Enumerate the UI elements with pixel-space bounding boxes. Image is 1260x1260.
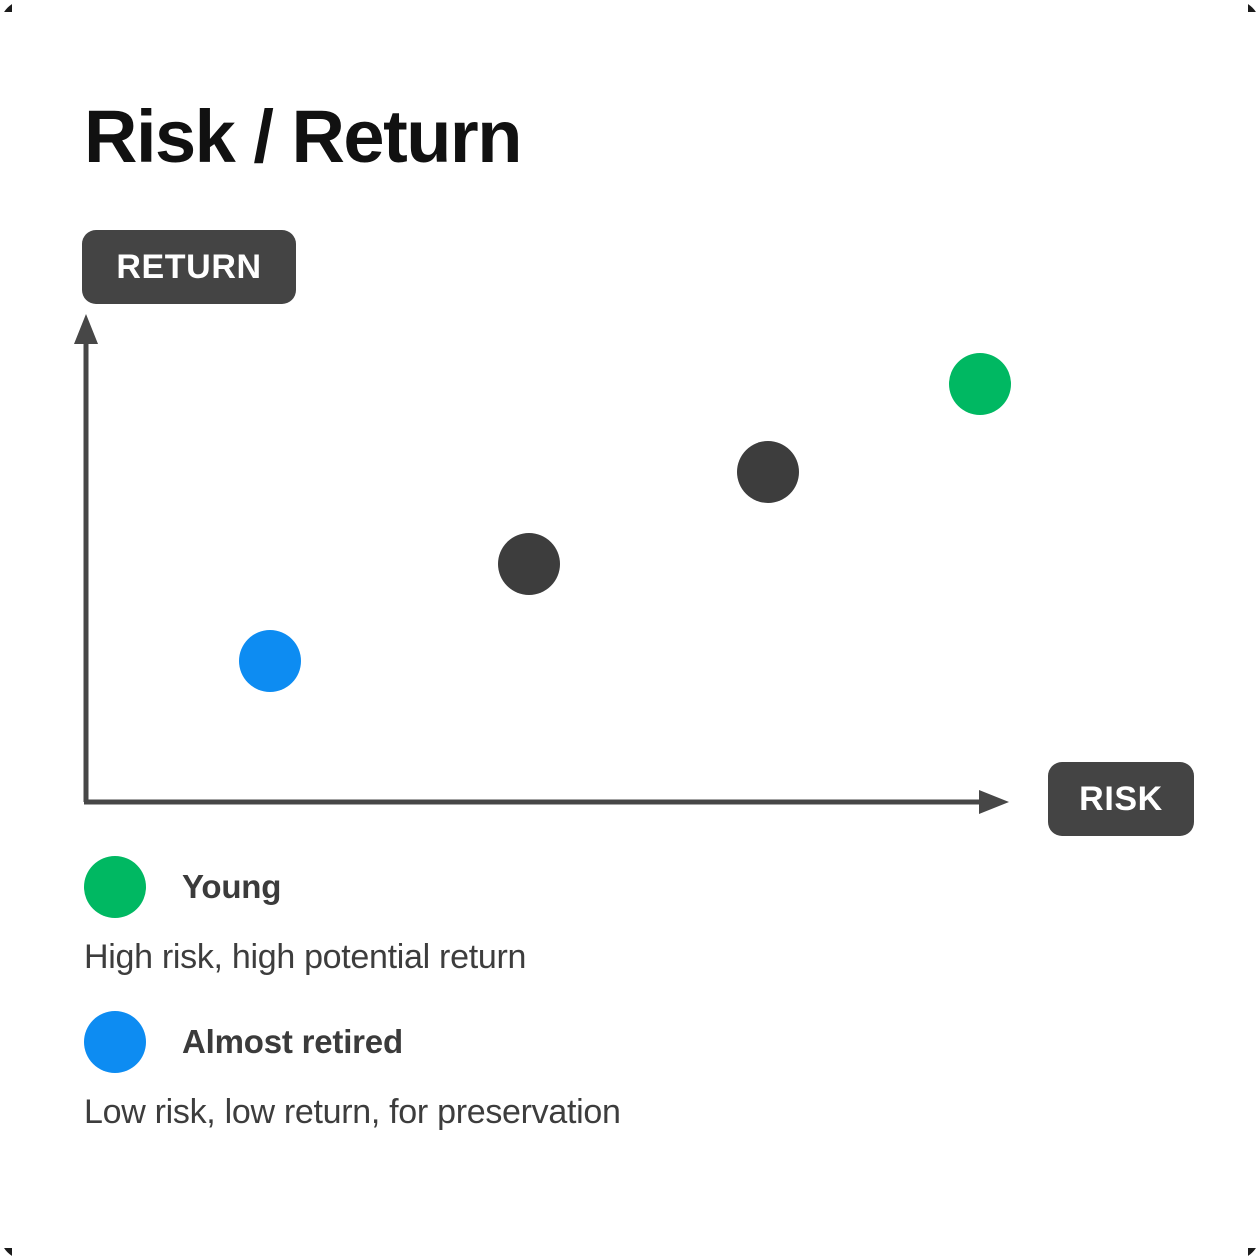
y-axis-label-badge: RETURN (82, 230, 296, 304)
data-point-young[interactable] (949, 353, 1012, 416)
green-dot-icon (84, 856, 146, 918)
corner-mark-bottom-right (1248, 1248, 1260, 1260)
legend-item-almost-retired: Almost retired Low risk, low return, for… (84, 1011, 1174, 1132)
page-title: Risk / Return (84, 95, 522, 178)
legend-item-young-head: Young (84, 856, 1174, 918)
x-axis-label-text: RISK (1079, 779, 1163, 818)
legend-item-almost-retired-description: Low risk, low return, for preservation (84, 1093, 621, 1131)
x-axis-arrowhead-icon (979, 790, 1009, 814)
legend-item-almost-retired-label: Almost retired (182, 1023, 403, 1060)
legend-item-young: Young High risk, high potential return (84, 856, 1174, 977)
y-axis-label-text: RETURN (116, 247, 262, 286)
legend: Young High risk, high potential return A… (84, 856, 1174, 1166)
corner-mark-bottom-left (0, 1248, 12, 1260)
corner-mark-top-left (0, 0, 12, 12)
data-point-intermediate-2[interactable] (737, 440, 800, 503)
y-axis-arrowhead-icon (74, 314, 98, 344)
corner-mark-top-right (1248, 0, 1260, 12)
blue-dot-icon (84, 1011, 146, 1073)
legend-item-young-label: Young (182, 868, 282, 905)
data-point-intermediate-1[interactable] (497, 532, 560, 595)
legend-item-young-description: High risk, high potential return (84, 938, 527, 976)
x-axis-label-badge: RISK (1048, 762, 1194, 836)
legend-item-almost-retired-head: Almost retired (84, 1011, 1174, 1073)
data-point-almost-retired[interactable] (239, 630, 302, 693)
